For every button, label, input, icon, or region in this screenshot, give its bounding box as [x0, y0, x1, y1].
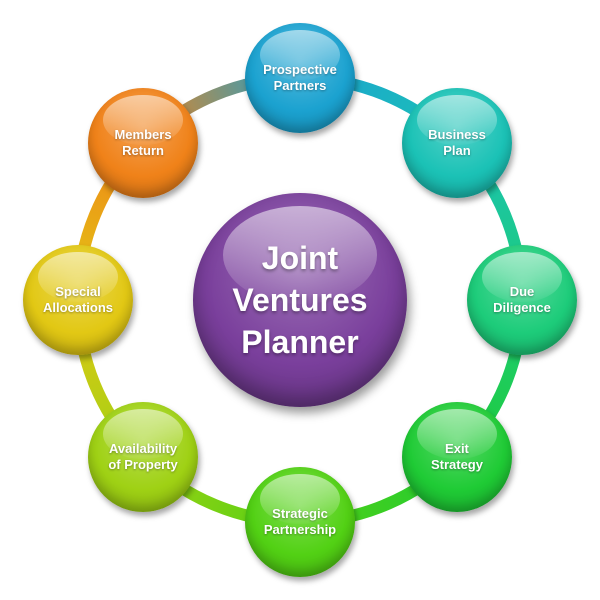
node-label: Availability of Property [108, 440, 178, 472]
node-special-allocations: Special Allocations [23, 245, 133, 355]
node-prospective-partners: Prospective Partners [245, 23, 355, 133]
node-label: Strategic Partnership [263, 506, 337, 537]
node-label: Special Allocations [42, 284, 114, 315]
node-exit-strategy: Exit Strategy [401, 401, 512, 512]
node-label: Exit Strategy [430, 440, 483, 472]
node-members-return: Members Return [88, 88, 199, 199]
node-label: Prospective Partners [263, 62, 337, 93]
hub-title-line-2: Ventures [232, 282, 368, 318]
node-due-diligence: Due Diligence [467, 245, 577, 355]
node-label: Members Return [114, 127, 172, 159]
node-label: Business Plan [428, 127, 486, 159]
center-hub: Joint Ventures Planner [193, 193, 407, 407]
hub-title-line-3: Planner [241, 324, 359, 360]
hub-title-line-1: Joint [261, 240, 339, 276]
hub-title: Joint Ventures Planner [232, 237, 367, 363]
node-availability-of-property: Availability of Property [88, 401, 199, 512]
node-business-plan: Business Plan [401, 88, 512, 199]
node-label: Due Diligence [493, 284, 551, 315]
node-strategic-partnership: Strategic Partnership [245, 467, 355, 577]
